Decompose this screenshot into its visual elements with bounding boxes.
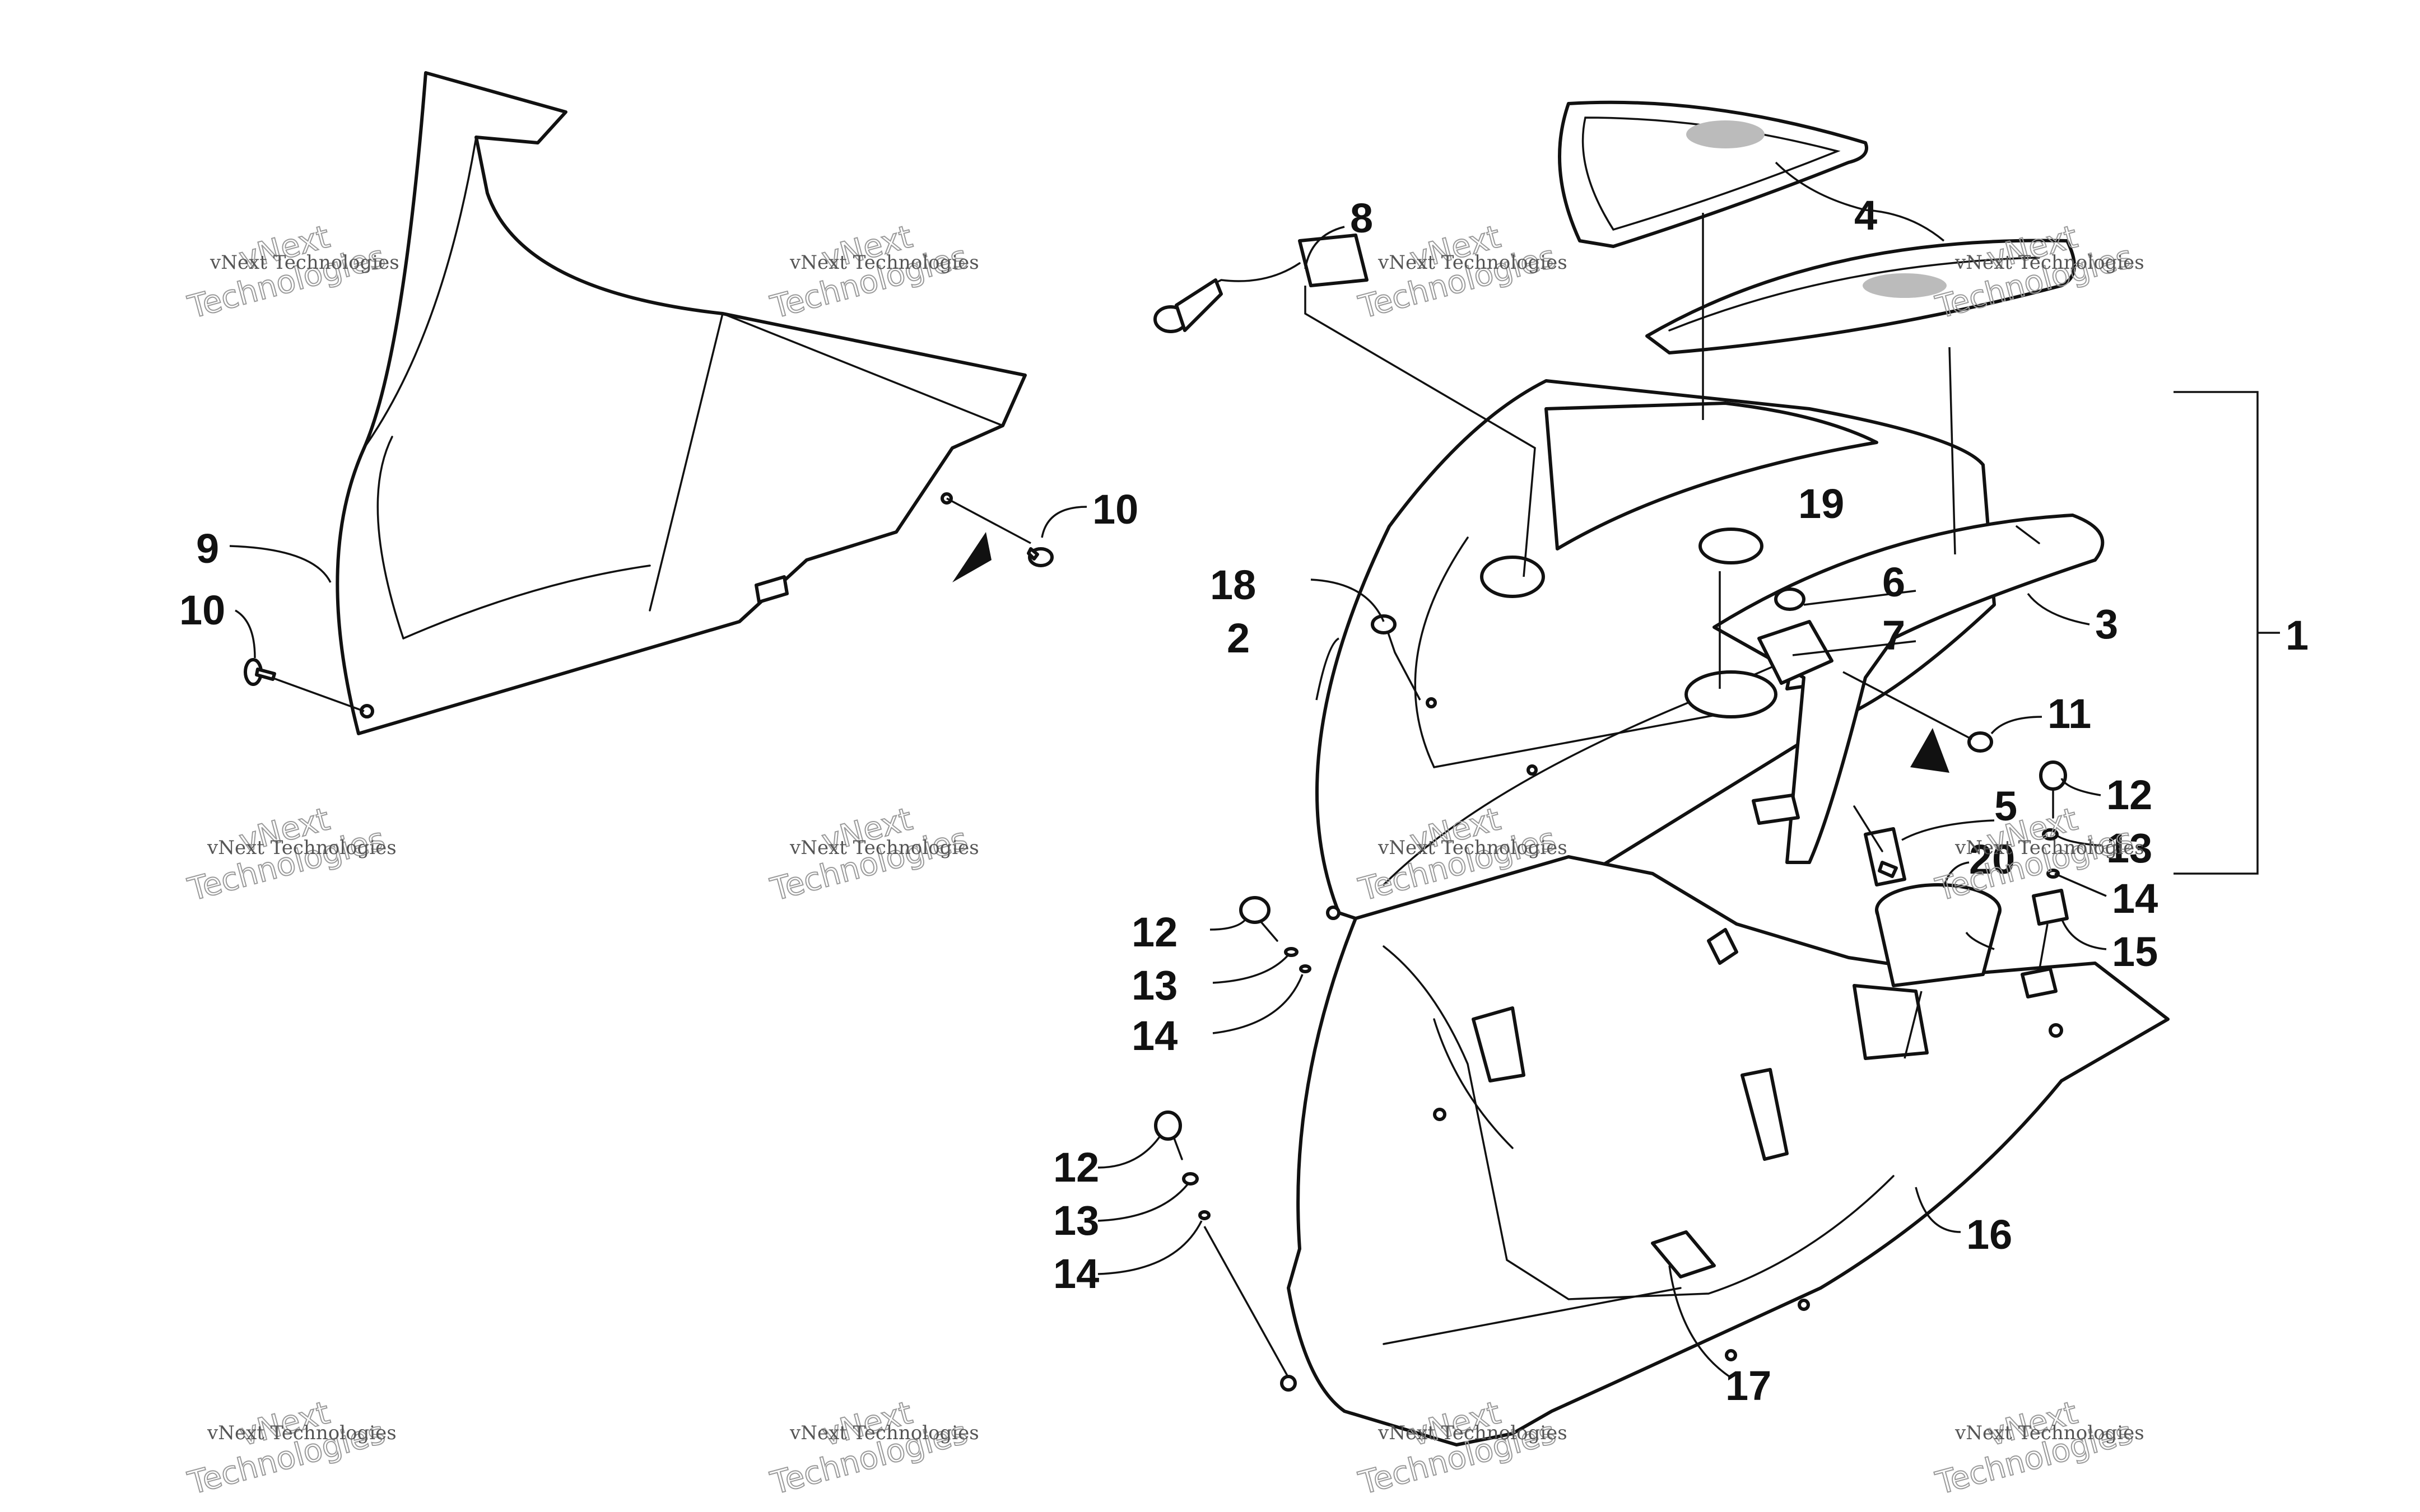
- watermark-text: vNext Technologies: [789, 837, 979, 859]
- nut-11: [1967, 731, 1993, 753]
- callout-14-mid: 14: [1132, 1012, 1178, 1059]
- arrow-marker-windshield: [952, 532, 992, 582]
- callout-13-right: 13: [2106, 825, 2152, 871]
- watermark-text: vNext Technologies: [207, 1422, 397, 1444]
- watermark-text: vNext Technologies: [1377, 837, 1567, 859]
- callout-6: 6: [1882, 559, 1905, 605]
- hood-side-panel: [1712, 514, 2105, 864]
- callout-4: 4: [1854, 192, 1877, 239]
- watermark-text: vNext Technologies: [1954, 1422, 2144, 1444]
- toggle-switch: [1853, 805, 1906, 886]
- callout-18: 18: [1210, 562, 1256, 608]
- callout-12-lower: 12: [1053, 1144, 1099, 1191]
- callout-13-mid: 13: [1132, 962, 1178, 1009]
- headlight-lens-upper: [1558, 100, 1868, 248]
- watermark-text: vNext Technologies: [789, 1422, 979, 1444]
- callout-14-right: 14: [2112, 875, 2158, 922]
- lens-texture-lower: [1863, 273, 1947, 298]
- callout-13-lower: 13: [1053, 1197, 1099, 1244]
- callout-9: 9: [196, 525, 219, 572]
- grommet-19: [1698, 528, 1763, 564]
- callout-7: 7: [1882, 612, 1905, 659]
- fastener-group-lower: [1154, 1110, 1211, 1220]
- hood-upper: [1315, 379, 1996, 926]
- leader-lines: [229, 161, 2280, 1379]
- screw-10-right: [1027, 547, 1054, 567]
- callout-labels: 9 10 10 8 4 3 1 2 18 19 6 7 11 5 20 12 1…: [179, 192, 2309, 1409]
- fastener-group-mid: [1239, 896, 1311, 973]
- watermark-text: vNext Technologies: [1954, 251, 2144, 274]
- callout-5: 5: [1994, 783, 2017, 829]
- callout-3: 3: [2095, 601, 2118, 647]
- callout-2: 2: [1227, 615, 1250, 661]
- screw-18: [1371, 614, 1397, 654]
- watermark-text: vNext Technologies: [210, 251, 399, 274]
- callout-17: 17: [1725, 1362, 1771, 1409]
- boot-20: [1875, 908, 2002, 987]
- watermark-text: vNext Technologies: [1377, 251, 1567, 274]
- hood-lower: [1280, 794, 2170, 1446]
- callout-20: 20: [1969, 836, 2015, 883]
- callout-11: 11: [2047, 690, 2091, 737]
- callout-16: 16: [1966, 1211, 2012, 1258]
- fastener-group-right: [2021, 760, 2069, 998]
- callout-8: 8: [1350, 195, 1373, 241]
- watermark-text: vNext Technologies: [789, 251, 979, 274]
- callout-19: 19: [1798, 480, 1844, 527]
- lens-texture-upper: [1686, 120, 1765, 148]
- watermark-text: vNext Technologies: [207, 837, 397, 859]
- watermark-text: vNext Technologies: [1377, 1422, 1567, 1444]
- callout-10-right: 10: [1092, 486, 1138, 533]
- grommet-6: [1774, 587, 1805, 611]
- callout-12-mid: 12: [1132, 909, 1178, 955]
- arrow-marker-hood: [1910, 728, 1949, 773]
- callout-1: 1: [2286, 612, 2309, 659]
- callout-14-lower: 14: [1053, 1250, 1099, 1297]
- wiring-connector: [1153, 234, 1369, 333]
- callout-15: 15: [2112, 928, 2158, 975]
- label-decal-7: [1757, 620, 1833, 685]
- windshield: [336, 71, 1027, 735]
- screw-10-left: [244, 658, 276, 686]
- headlight-lens-lower: [1645, 239, 2076, 354]
- callout-12-right: 12: [2106, 772, 2152, 818]
- watermark-text: vNext Technologies: [1954, 837, 2144, 859]
- callout-10-left: 10: [179, 587, 225, 633]
